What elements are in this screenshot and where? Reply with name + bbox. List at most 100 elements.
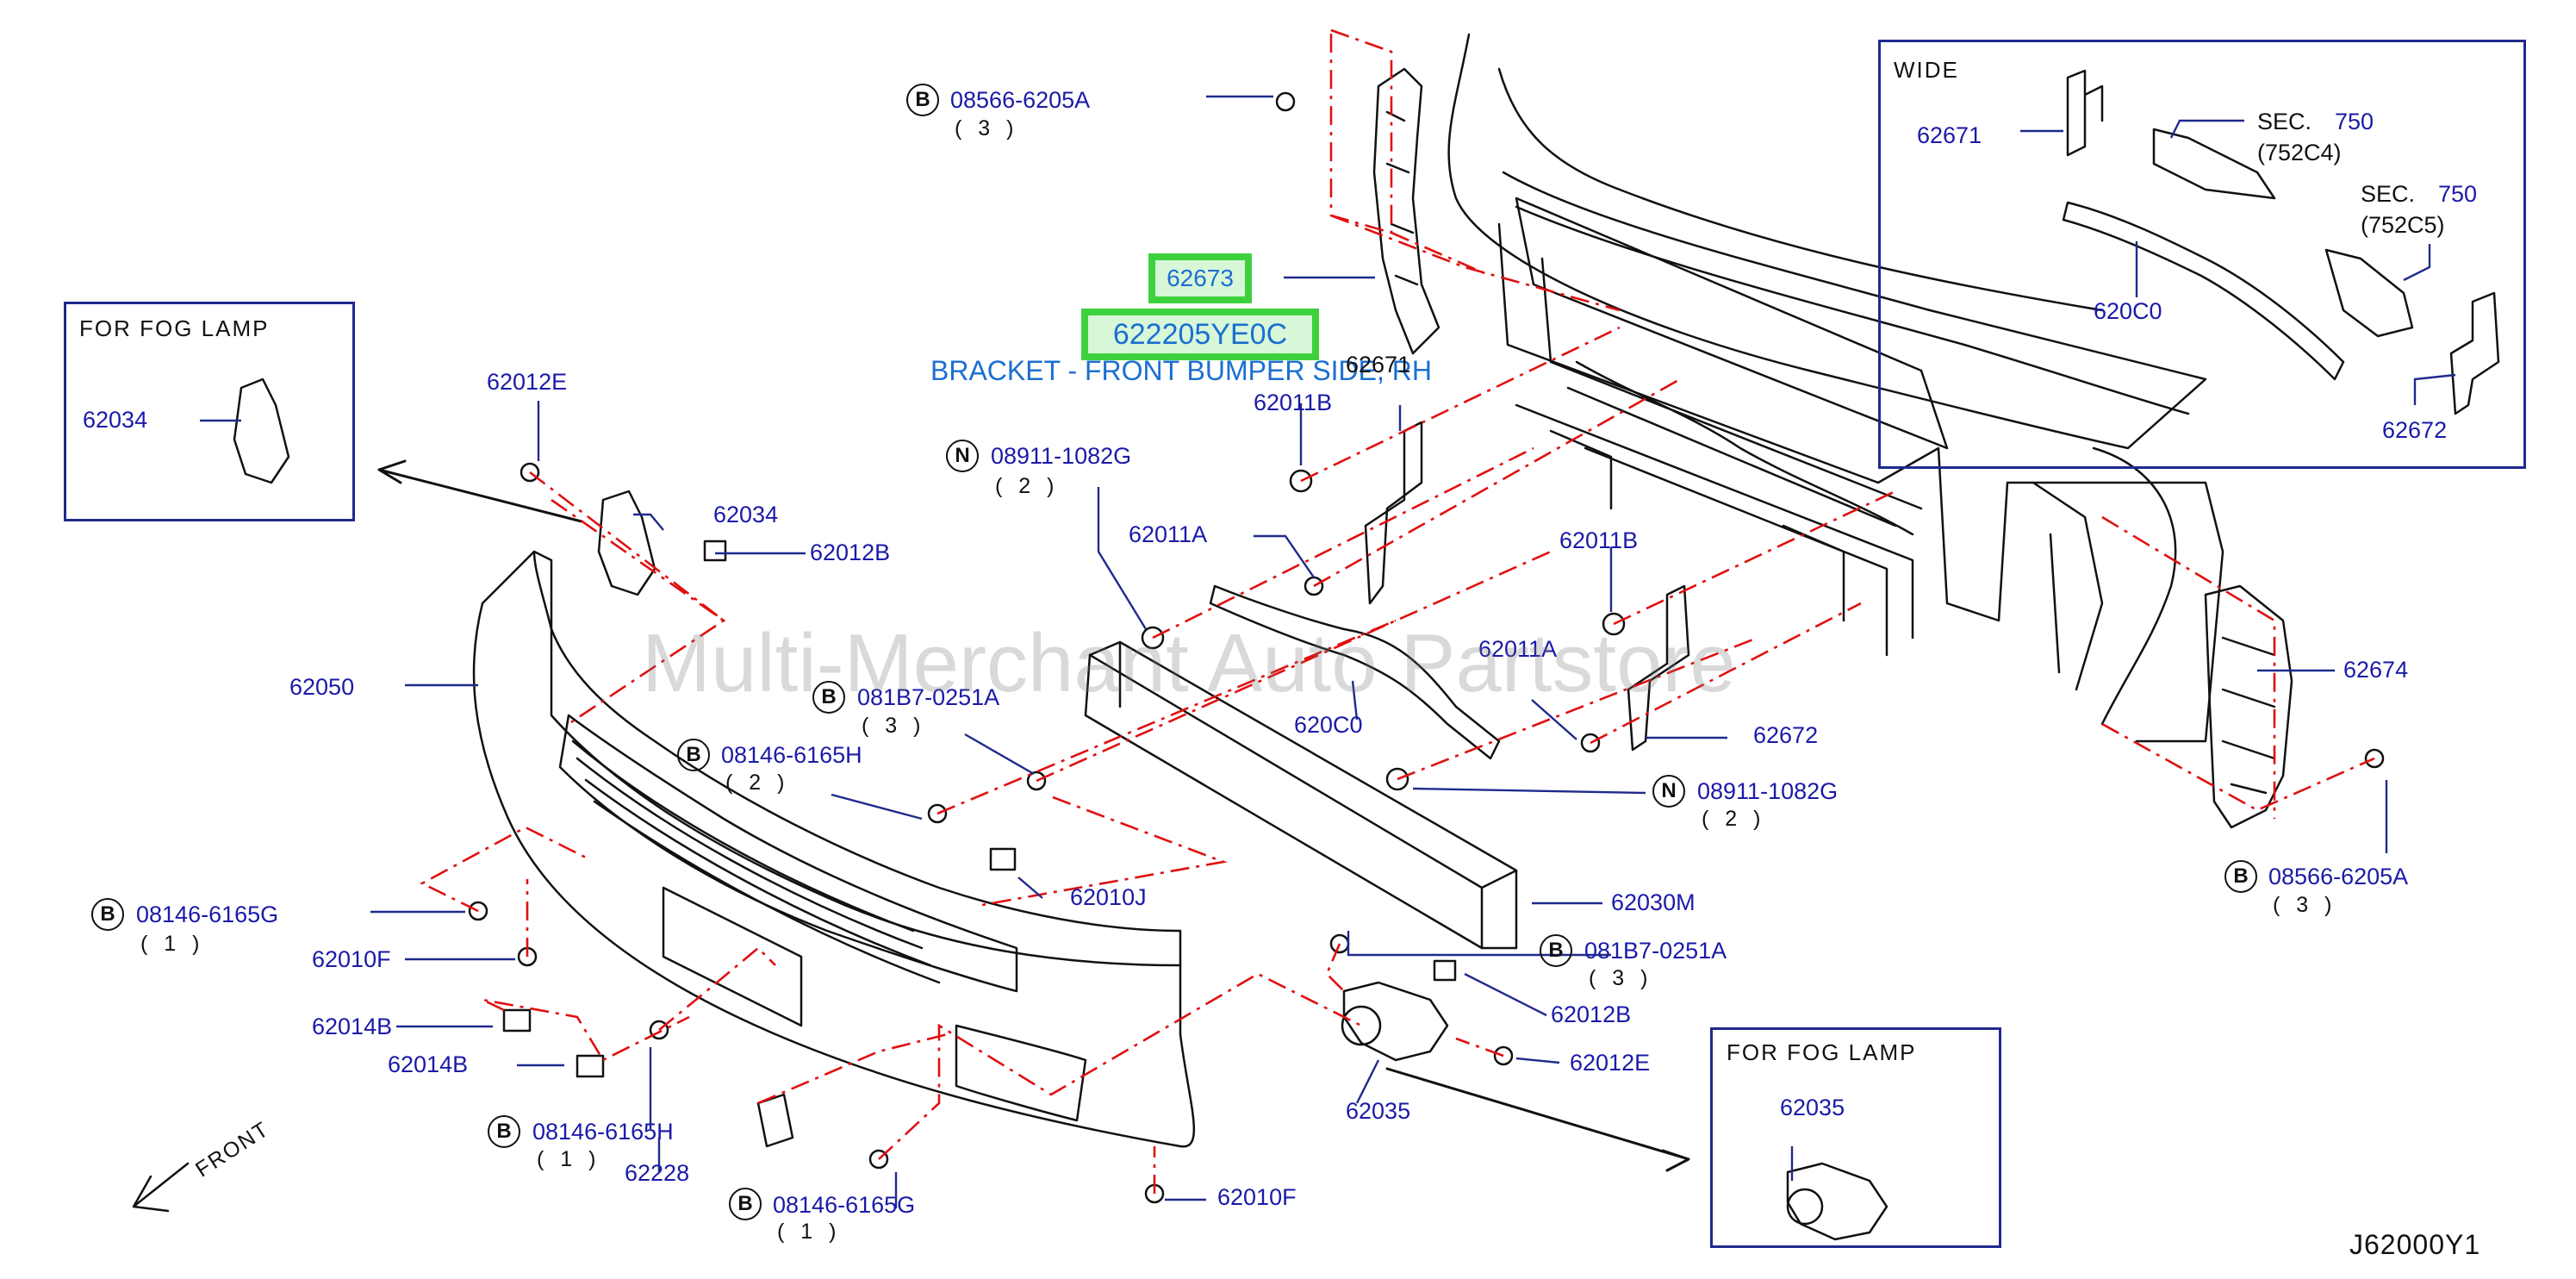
left-inset-arrow xyxy=(377,459,583,523)
callout-4-part[interactable]: 62012B xyxy=(810,540,891,565)
callout-7-part[interactable]: 62011A xyxy=(1129,521,1208,547)
callout-23-part[interactable]: 62014B xyxy=(388,1051,469,1077)
inset-fog-left-part[interactable]: 62034 xyxy=(83,407,148,433)
callout-22-part[interactable]: 62014B xyxy=(312,1014,393,1039)
callout-24-part[interactable]: 62030M xyxy=(1611,889,1696,915)
callout-1-qty: ( 3 ) xyxy=(955,116,1019,140)
callout-3-part[interactable]: 62034 xyxy=(713,502,779,527)
callout-31-qty: ( 1 ) xyxy=(777,1220,842,1244)
wide-label-sec1-a: SEC. xyxy=(2257,109,2312,134)
inset-fog-right-part[interactable]: 62035 xyxy=(1780,1095,1845,1120)
stay-620c0 xyxy=(1209,584,1501,760)
callout-17-part[interactable]: 62674 xyxy=(2343,657,2409,683)
inset-wide-title: WIDE xyxy=(1894,57,1959,83)
wide-label-sec2-a: SEC. xyxy=(2361,181,2416,207)
right-inset-arrow xyxy=(1385,1067,1690,1172)
callout-6-part[interactable]: 08911-1082G xyxy=(991,443,1132,469)
callout-12-part[interactable]: 620C0 xyxy=(1294,712,1363,738)
callout-13-part[interactable]: 62011A xyxy=(1478,636,1558,662)
callout-29-mark: B xyxy=(488,1115,520,1148)
diagram-code: J62000Y1 xyxy=(2349,1229,2481,1260)
hood-edge xyxy=(1497,67,2104,312)
license-plate-area xyxy=(662,886,803,1027)
bumper-fascia-62050 xyxy=(472,550,1195,1148)
inset-fog-bracket-62035 xyxy=(1786,1162,1888,1241)
radiator-support xyxy=(1497,222,2224,743)
callout-28-part[interactable]: 62035 xyxy=(1346,1098,1411,1124)
callout-18-part[interactable]: 08566-6205A xyxy=(2268,864,2409,889)
inset-fog-left-title: FOR FOG LAMP xyxy=(79,315,270,341)
inset-fog-left xyxy=(64,302,355,521)
radiator-support-inner xyxy=(1540,257,1923,657)
callout-27-part[interactable]: 62012E xyxy=(1570,1050,1651,1076)
wide-label-62672[interactable]: 62672 xyxy=(2382,417,2448,443)
wide-label-sec2-b[interactable]: 750 xyxy=(2438,181,2478,207)
wide-label-sec2-c: (752C5) xyxy=(2361,212,2445,238)
callout-6-mark: N xyxy=(946,440,979,472)
callout-31-mark: B xyxy=(729,1188,762,1220)
callout-1-part[interactable]: 08566-6205A xyxy=(950,87,1091,113)
wide-sec-752c4 xyxy=(2152,128,2276,200)
callout-5-part[interactable]: 62050 xyxy=(289,674,355,700)
wide-620c0 xyxy=(2062,201,2345,381)
callout-11-part[interactable]: 08146-6165H xyxy=(721,742,862,768)
wide-label-sec1-c: (752C4) xyxy=(2257,140,2342,165)
wide-sec-752c5 xyxy=(2324,248,2414,338)
vehicle-body-outline xyxy=(1447,33,2207,450)
callout-25-qty: ( 3 ) xyxy=(1589,966,1653,990)
highlight-part-number[interactable]: 62673 xyxy=(1148,253,1252,303)
callout-25-part[interactable]: 081B7-0251A xyxy=(1584,938,1727,964)
frame-right xyxy=(2032,481,2104,691)
callout-20-part[interactable]: 62010F xyxy=(312,946,391,972)
callout-10-part[interactable]: 081B7-0251A xyxy=(857,684,1000,710)
callout-21-part[interactable]: 62010J xyxy=(1070,884,1147,910)
callout-14-part[interactable]: 62011B xyxy=(1559,527,1639,553)
wheel-arch xyxy=(2092,446,2177,726)
wide-62671 xyxy=(2066,69,2104,157)
highlight-oem-number[interactable]: 622205YE0C xyxy=(1081,309,1319,360)
wide-62672 xyxy=(2449,291,2500,415)
callout-10-qty: ( 3 ) xyxy=(862,714,926,738)
callout-31-part[interactable]: 08146-6165G xyxy=(773,1192,916,1218)
callout-15-part[interactable]: 62672 xyxy=(1753,722,1819,748)
wide-label-sec1-b[interactable]: 750 xyxy=(2335,109,2374,134)
callout-16-qty: ( 2 ) xyxy=(1702,807,1766,831)
fasteners xyxy=(468,91,2385,1204)
body-panel-line xyxy=(1515,205,2190,415)
callout-18-mark: B xyxy=(2224,860,2257,893)
frame-rail xyxy=(1515,403,1914,640)
tow-cover-62228 xyxy=(756,1093,794,1148)
callout-16-mark: N xyxy=(1652,775,1685,808)
callout-11-mark: B xyxy=(677,739,710,771)
bumper-grille xyxy=(558,714,1018,993)
callout-1-mark: B xyxy=(906,84,939,116)
front-arrow-icon xyxy=(132,1162,190,1213)
callout-9-part[interactable]: 62671 xyxy=(1346,352,1411,377)
callout-8-part[interactable]: 62011B xyxy=(1254,390,1333,415)
wide-label-620c0[interactable]: 620C0 xyxy=(2094,298,2162,324)
highlight-description: BRACKET - FRONT BUMPER SIDE, RH xyxy=(930,355,1432,386)
callout-6-qty: ( 2 ) xyxy=(995,474,1060,498)
bracket-62674 xyxy=(2204,584,2293,829)
callout-26-part[interactable]: 62012B xyxy=(1551,1001,1632,1027)
callout-16-part[interactable]: 08911-1082G xyxy=(1697,778,1839,804)
callout-30-part[interactable]: 62228 xyxy=(625,1160,690,1186)
callout-2-part[interactable]: 62012E xyxy=(487,369,568,395)
callout-19-part[interactable]: 08146-6165G xyxy=(136,902,279,927)
inset-fog-right-title: FOR FOG LAMP xyxy=(1727,1039,1917,1065)
callout-10-mark: B xyxy=(812,681,845,714)
callout-32-part[interactable]: 62010F xyxy=(1217,1184,1297,1210)
callout-29-qty: ( 1 ) xyxy=(537,1147,601,1171)
inset-fog-right xyxy=(1710,1027,2001,1248)
grille-opening xyxy=(1515,197,1949,450)
callout-11-qty: ( 2 ) xyxy=(725,771,790,795)
fog-bracket-62034 xyxy=(597,490,656,596)
fog-lamp-opening xyxy=(955,1024,1087,1122)
frame-crossmember xyxy=(1575,360,1914,536)
bracket-62671 xyxy=(1364,421,1423,605)
wide-label-62671[interactable]: 62671 xyxy=(1917,122,1982,148)
bracket-62672 xyxy=(1627,584,1690,752)
callout-29-part[interactable]: 08146-6165H xyxy=(532,1119,674,1145)
callout-18-qty: ( 3 ) xyxy=(2273,893,2337,917)
